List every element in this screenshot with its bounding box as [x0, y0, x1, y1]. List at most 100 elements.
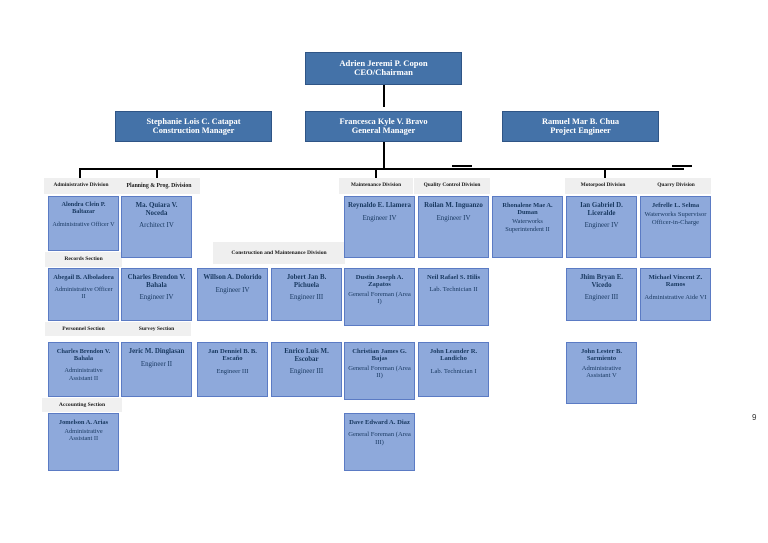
org-box-title: Engineer IV [139, 294, 174, 302]
org-box-quality-1[interactable]: Roilan M. Inguanzo Engineer IV [418, 196, 489, 258]
org-box-title: Engineer IV [215, 286, 250, 294]
org-box-name: Abegail B. Alboladora [53, 274, 114, 281]
org-box-title: Administrative Officer II [54, 286, 113, 301]
connector-drop-maintenance [375, 168, 377, 179]
org-box-name: Jomelson A. Arias [58, 419, 109, 426]
org-box-name: Stephanie Lois C. Catapat [146, 117, 241, 126]
org-box-admin-4[interactable]: Jomelson A. Arias Administrative Assista… [48, 413, 119, 471]
division-label-quality-control: Quality Control Division [414, 178, 490, 194]
connector-drop-planning [156, 168, 158, 179]
org-box-planning-1[interactable]: Ma. Quiara V. Noceda Architect IV [121, 196, 192, 258]
org-box-title: General Foreman (Area II) [348, 364, 411, 380]
org-box-quarry-1[interactable]: Jefrelle L. Selma Waterworks Supervisor … [640, 196, 711, 258]
org-box-admin-2[interactable]: Abegail B. Alboladora Administrative Off… [48, 268, 119, 321]
org-box-admin-3[interactable]: Charles Brendon V. Bahala Administrative… [48, 342, 119, 397]
org-box-maintenance-3[interactable]: Christian James G. Bajas General Foreman… [344, 342, 415, 400]
org-box-title: Engineer IV [362, 214, 397, 222]
division-label-quarry: Quarry Division [641, 178, 711, 194]
connector-drop-quarry [672, 165, 692, 167]
org-box-motorpool-1[interactable]: Ian Gabriel D. Liceralde Engineer IV [566, 196, 637, 258]
org-box-name: John Leander R. Landicho [429, 348, 478, 363]
section-label-survey: Survey Section [122, 322, 191, 336]
org-box-title: Engineer II [140, 360, 173, 368]
connector-gm-vertical [383, 142, 385, 168]
org-box-name: Roilan M. Inguanzo [424, 202, 483, 209]
org-box-name: Willson A. Dolorido [203, 274, 262, 281]
org-box-construction-c1-2[interactable]: Jan Denniel B. B. Escaño Engineer III [197, 342, 268, 397]
org-box-title: General Foreman (Area III) [348, 431, 411, 446]
org-box-title: General Foreman (Area I) [348, 290, 411, 306]
org-box-title: Waterworks Supervisor Officer-in-Charge [644, 211, 707, 226]
org-box-maintenance-1[interactable]: Reynaldo E. Llamera Engineer IV [344, 196, 415, 258]
org-box-name: Charles Brendon V. Bahala [56, 348, 111, 363]
org-box-construction-c2-1[interactable]: Jobert Jan B. Pichuela Engineer III [271, 268, 342, 321]
division-label-maintenance: Maintenance Division [339, 178, 413, 194]
org-box-title: Lab. Technician II [429, 286, 478, 294]
org-box-planning-3[interactable]: Jeric M. Dinglasan Engineer II [121, 342, 192, 397]
org-box-project-engineer[interactable]: Ramuel Mar B. Chua Project Engineer [502, 111, 659, 142]
connector-divisions-horizontal [79, 168, 684, 170]
org-box-title: Administrative Aide VI [644, 293, 707, 301]
org-box-name: Michael Vincent Z. Ramos [648, 274, 703, 289]
org-box-title: Administrative Assistant II [64, 428, 103, 443]
org-box-title: Administrative Assistant II [64, 367, 103, 382]
division-label-construction-maintenance: Construction and Maintenance Division [213, 242, 345, 264]
org-box-name: Rhonalene Mae A. Duman [502, 202, 553, 217]
org-box-ceo[interactable]: Adrien Jeremi P. Copon CEO/Chairman [305, 52, 462, 85]
connector-drop-motorpool [604, 168, 606, 179]
org-box-motorpool-2[interactable]: Jhim Bryan E. Vicedo Engineer III [566, 268, 637, 321]
org-box-quarry-2[interactable]: Michael Vincent Z. Ramos Administrative … [640, 268, 711, 321]
org-box-planning-2[interactable]: Charles Brendon V. Bahala Engineer IV [121, 268, 192, 321]
org-box-title: Administrative Officer V [52, 220, 115, 228]
org-box-construction-manager[interactable]: Stephanie Lois C. Catapat Construction M… [115, 111, 272, 142]
org-box-title: Engineer IV [436, 214, 471, 222]
org-box-admin-1[interactable]: Alondra Clein P. Baltazar Administrative… [48, 196, 119, 251]
org-box-title: General Manager [351, 126, 416, 136]
org-box-name: Dave Edward A. Diaz [349, 419, 410, 426]
org-box-name: Jobert Jan B. Pichuela [286, 274, 327, 289]
org-box-construction-c1-1[interactable]: Willson A. Dolorido Engineer IV [197, 268, 268, 321]
org-box-name: Jhim Bryan E. Vicedo [579, 274, 624, 289]
connector-drop-administrative [79, 168, 81, 179]
org-box-maintenance-2[interactable]: Dustin Joseph A. Zapatos General Foreman… [344, 268, 415, 326]
org-box-name: Dustin Joseph A. Zapatos [355, 274, 404, 289]
org-box-title: CEO/Chairman [354, 67, 413, 78]
org-box-name: Jeric M. Dinglasan [128, 348, 185, 355]
section-label-accounting: Accounting Section [42, 398, 122, 412]
org-box-name: Reynaldo E. Llamera [348, 202, 411, 209]
org-box-name: Christian James G. Bajas [352, 348, 407, 363]
org-box-name: Charles Brendon V. Bahala [127, 274, 186, 289]
org-box-title: Engineer III [289, 368, 324, 376]
connector-drop-quality [452, 165, 472, 167]
section-label-records: Records Section [45, 252, 122, 267]
org-box-title: Architect IV [139, 222, 174, 230]
org-box-title: Administrative Assistant V [581, 364, 622, 380]
division-label-planning: Planning & Prog. Division [118, 178, 200, 194]
org-box-maintenance-4[interactable]: Dave Edward A. Diaz General Foreman (Are… [344, 413, 415, 471]
org-box-name: John Lester B. Sarmiento [580, 348, 623, 363]
org-box-name: Ma. Quiara V. Noceda [135, 202, 178, 217]
org-box-quality-2[interactable]: Neil Rafael S. Hilis Lab. Technician II [418, 268, 489, 326]
org-box-name: Neil Rafael S. Hilis [426, 274, 481, 281]
org-box-title: Engineer IV [584, 222, 619, 230]
page-number: 9 [752, 413, 757, 422]
org-box-name: Adrien Jeremi P. Copon [339, 57, 428, 68]
org-box-title: Construction Manager [152, 126, 235, 136]
org-box-title: Lab. Technician I [430, 367, 477, 375]
org-box-name: Ian Gabriel D. Liceralde [580, 202, 623, 217]
org-box-quality-3[interactable]: John Leander R. Landicho Lab. Technician… [418, 342, 489, 397]
org-box-motorpool-3[interactable]: John Lester B. Sarmiento Administrative … [566, 342, 637, 404]
org-box-general-manager[interactable]: Francesca Kyle V. Bravo General Manager [305, 111, 462, 142]
org-box-construction-c2-2[interactable]: Enrico Luis M. Escobar Engineer III [271, 342, 342, 397]
org-box-title: Engineer III [289, 294, 324, 302]
org-box-title: Engineer III [584, 294, 619, 302]
org-box-name: Enrico Luis M. Escobar [284, 348, 329, 363]
connector-root-vertical [383, 85, 385, 107]
division-label-administrative: Administrative Division [44, 178, 118, 194]
org-box-name: Ramuel Mar B. Chua [541, 117, 620, 126]
org-box-waterworks-1[interactable]: Rhonalene Mae A. Duman Waterworks Superi… [492, 196, 563, 258]
org-box-title: Engineer III [216, 367, 249, 375]
org-box-name: Francesca Kyle V. Bravo [339, 117, 428, 126]
division-label-motorpool: Motorpool Division [565, 178, 641, 194]
